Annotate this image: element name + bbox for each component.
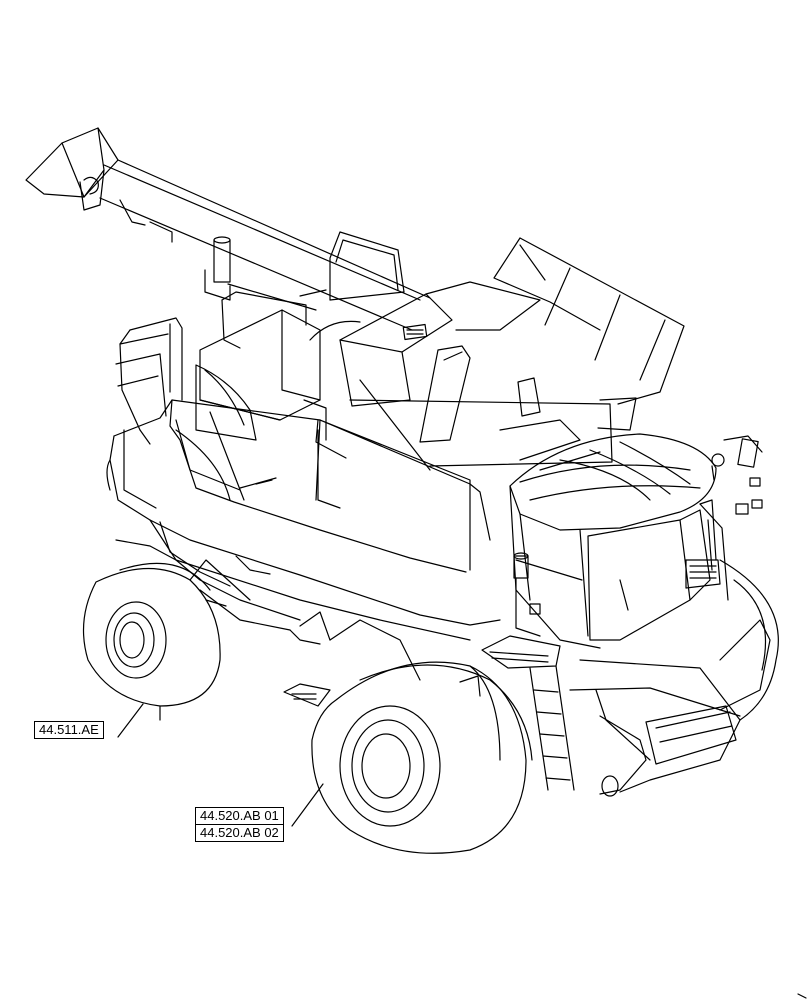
operator-cab — [509, 433, 717, 649]
grain-tank-covers — [329, 231, 685, 471]
callout-rear-tire-stack: 44.520.AB 01 44.520.AB 02 — [195, 807, 284, 842]
unloading-auger — [25, 127, 431, 331]
rear-chassis — [569, 559, 779, 797]
rear-tire — [299, 611, 533, 854]
cab-rail-and-mirror — [685, 435, 763, 601]
callout-rear-tire-1-label: 44.520.AB 01 — [200, 808, 279, 823]
callout-front-tire-label: 44.511.AE — [39, 722, 99, 737]
undercarriage — [115, 521, 321, 645]
engine-compartment — [195, 283, 361, 441]
callout-leaders — [117, 703, 324, 827]
callout-rear-tire-2-label: 44.520.AB 02 — [200, 825, 279, 840]
side-railing — [115, 317, 183, 445]
front-tire — [82, 559, 251, 721]
callout-rear-tire-2[interactable]: 44.520.AB 02 — [195, 825, 284, 842]
corner-mark — [797, 993, 807, 999]
callout-rear-tire-1[interactable]: 44.520.AB 01 — [195, 807, 284, 825]
combine-body — [106, 399, 501, 641]
access-ladder — [283, 552, 575, 791]
callout-front-tire[interactable]: 44.511.AE — [34, 721, 104, 739]
